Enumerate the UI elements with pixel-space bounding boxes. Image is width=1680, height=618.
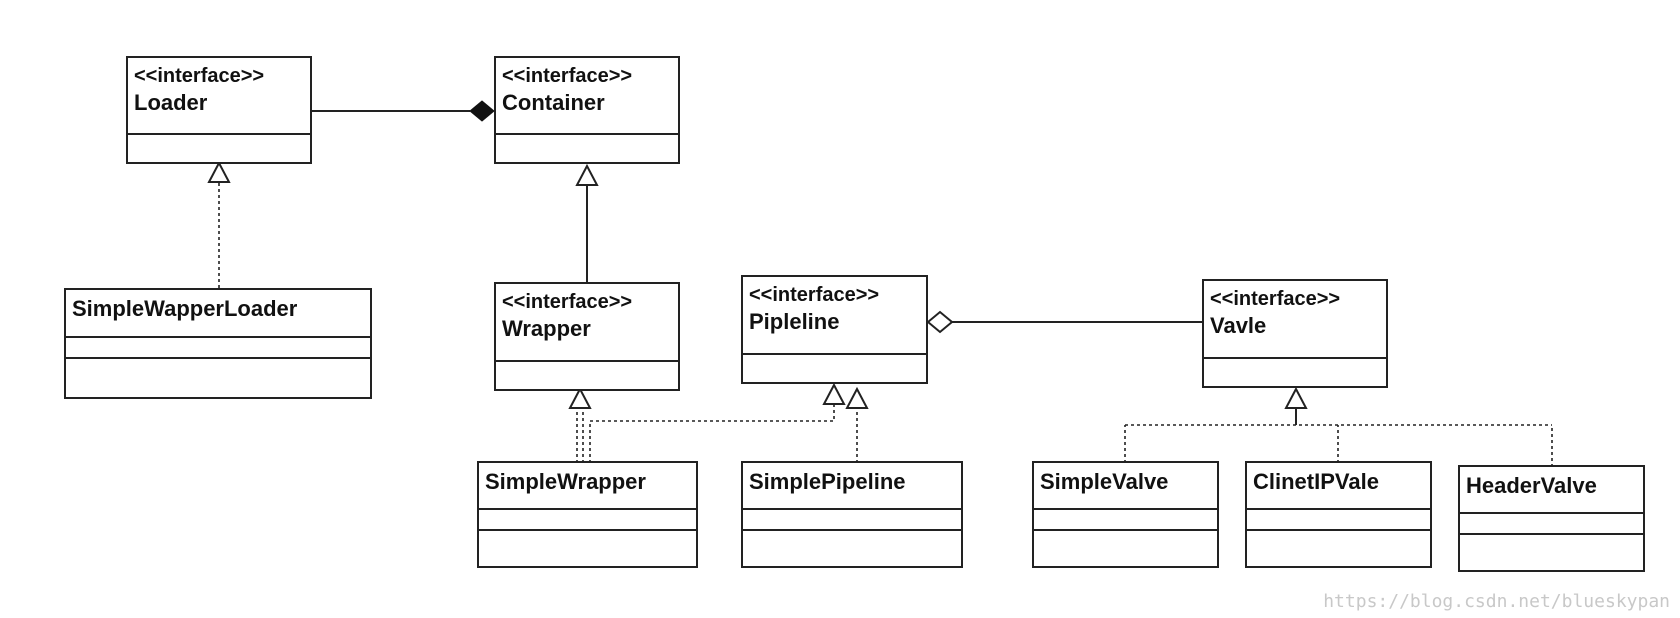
generalization-head-container — [575, 163, 599, 186]
watermark-url: https://blog.csdn.net/blueskypan — [1323, 591, 1670, 612]
class-box-simplepipeline: SimplePipeline — [741, 461, 963, 568]
stereotype-label: <<interface>> — [1210, 288, 1341, 310]
class-header: SimpleWapperLoader — [66, 290, 370, 338]
class-header: <<interface>> Loader — [128, 58, 310, 135]
class-box-simplewrapper: SimpleWrapper — [477, 461, 698, 568]
class-box-container: <<interface>> Container — [494, 56, 680, 164]
class-header: <<interface>> Vavle — [1204, 281, 1386, 359]
class-box-simplevalve: SimpleValve — [1032, 461, 1219, 568]
stereotype-label: <<interface>> — [134, 65, 265, 87]
stereotype-label: <<interface>> — [749, 284, 880, 306]
class-attributes — [1034, 510, 1217, 531]
class-box-wrapper: <<interface>> Wrapper — [494, 282, 680, 391]
class-attributes — [479, 510, 696, 531]
class-header: SimplePipeline — [743, 463, 961, 510]
class-header: <<interface>> Container — [496, 58, 678, 135]
class-name: ClinetIPVale — [1253, 469, 1379, 494]
class-box-simplewapperloader: SimpleWapperLoader — [64, 288, 372, 399]
class-attributes — [743, 510, 961, 531]
realization-head-loader — [207, 160, 231, 183]
stereotype-label: <<interface>> — [502, 65, 633, 87]
class-header: ClinetIPVale — [1247, 463, 1430, 510]
class-header: SimpleValve — [1034, 463, 1217, 510]
class-attributes — [1460, 514, 1643, 535]
aggregation-diamond — [926, 310, 954, 334]
class-name: SimpleWapperLoader — [72, 296, 298, 321]
class-name: Loader — [134, 90, 208, 115]
class-name: SimpleValve — [1040, 469, 1169, 494]
class-header: HeaderValve — [1460, 467, 1643, 514]
class-name: Wrapper — [502, 316, 591, 341]
class-name: HeaderValve — [1466, 473, 1597, 498]
class-box-loader: <<interface>> Loader — [126, 56, 312, 164]
class-attributes — [66, 338, 370, 359]
class-box-pipleline: <<interface>> Pipleline — [741, 275, 928, 384]
class-box-vavle: <<interface>> Vavle — [1202, 279, 1388, 388]
class-box-headervalve: HeaderValve — [1458, 465, 1645, 572]
class-header: SimpleWrapper — [479, 463, 696, 510]
class-name: Pipleline — [749, 309, 840, 334]
realization-head-vavle — [1284, 386, 1308, 409]
stereotype-label: <<interface>> — [502, 291, 633, 313]
realization-head-pipleline-2 — [845, 386, 869, 409]
class-header: <<interface>> Pipleline — [743, 277, 926, 355]
class-attributes — [1247, 510, 1430, 531]
composition-diamond — [469, 100, 495, 122]
class-header: <<interface>> Wrapper — [496, 284, 678, 362]
class-name: SimpleWrapper — [485, 469, 646, 494]
realization-line-simplewrapper-pipleline — [589, 404, 835, 463]
class-name: SimplePipeline — [749, 469, 906, 494]
class-name: Vavle — [1210, 313, 1267, 338]
realization-head-wrapper — [568, 386, 592, 409]
realization-head-pipleline-1 — [822, 382, 846, 405]
class-name: Container — [502, 90, 605, 115]
class-box-clinetipvale: ClinetIPVale — [1245, 461, 1432, 568]
